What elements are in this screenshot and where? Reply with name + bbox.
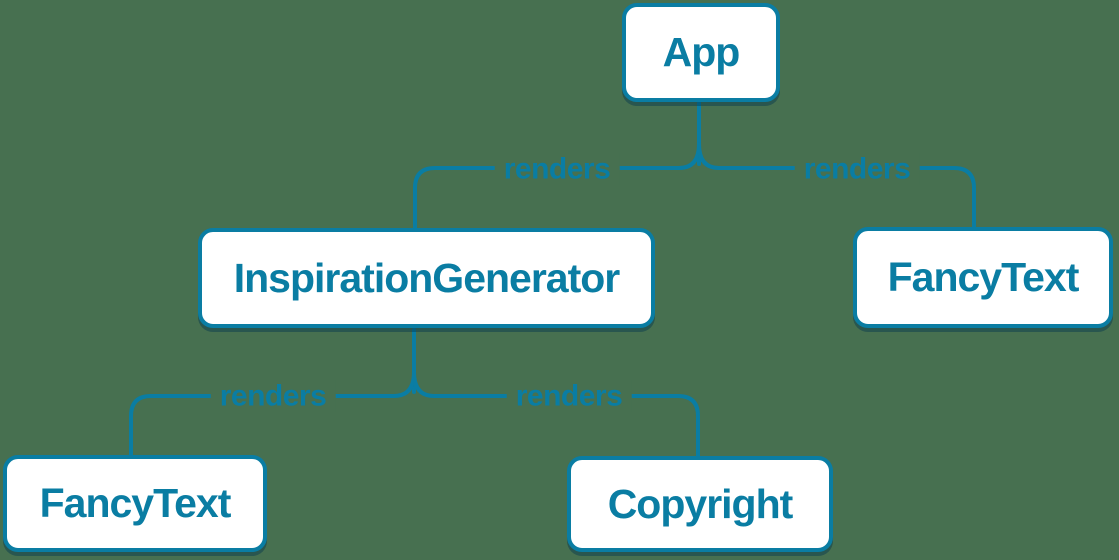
edge-path-inspiration-generator-to-fancy-text [129,370,416,457]
node-fancy-text-right: FancyText [853,227,1113,328]
edge-label-app-fancy-text: renders [794,152,920,186]
edge-label-inspiration-generator-fancy-text: renders [210,379,336,413]
edge-path-inspiration-generator-to-copyright [412,370,700,458]
node-inspiration-generator-label: InspirationGenerator [233,254,621,301]
edge-path-app-to-fancy-text [697,142,976,229]
edge-label-inspiration-generator-copyright: renders [506,379,632,413]
edge-path-app-to-inspiration-generator [413,142,701,230]
node-fancy-text-right-label: FancyText [887,254,1080,300]
node-copyright: Copyright [567,456,833,552]
node-app-label: App [662,29,741,75]
node-copyright-label: Copyright [607,480,794,527]
node-app: App [622,3,780,102]
node-fancy-text-left-label: FancyText [39,480,232,526]
node-inspiration-generator: InspirationGenerator [198,228,655,328]
edge-label-app-inspiration-generator: renders [494,152,620,186]
node-fancy-text-left: FancyText [3,455,267,552]
